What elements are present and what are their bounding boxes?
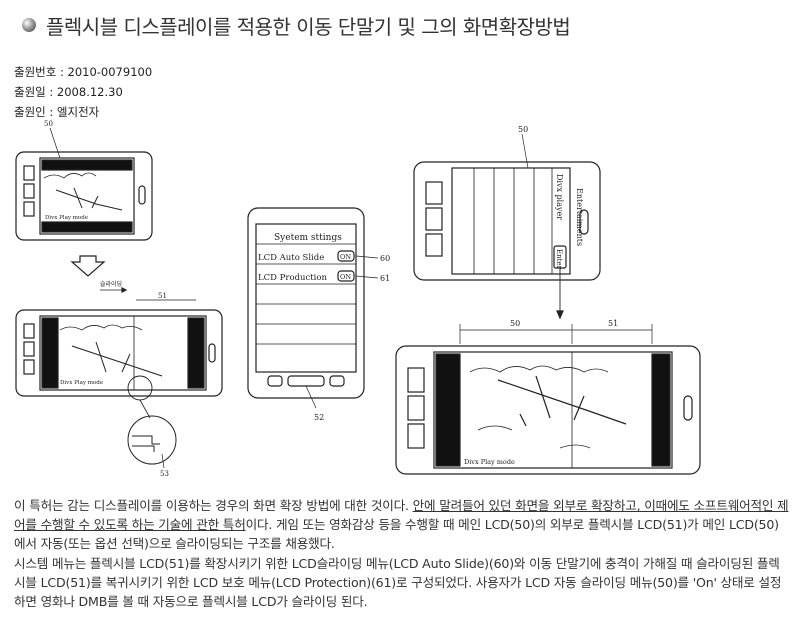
toggle-lcd-protection: ON [340, 273, 351, 281]
applicant: 출원인 : 엘지전자 [14, 105, 100, 119]
toggle-auto-slide: ON [340, 253, 351, 261]
description: 이 특허는 감는 디스플레이를 이용하는 경우의 화면 확장 방법에 대한 것이… [14, 496, 790, 611]
caption-bottom-left: Divx Play mode [60, 380, 103, 386]
ref-51-right: 51 [608, 319, 618, 328]
description-paragraph-1: 이 특허는 감는 디스플레이를 이용하는 경우의 화면 확장 방법에 대한 것이… [14, 496, 790, 554]
phone-landscape-expanded [395, 345, 701, 475]
ref-61: 61 [380, 274, 390, 283]
ref-50-right-top: 50 [518, 125, 528, 134]
application-date: 출원일 : 2008.12.30 [14, 85, 123, 99]
ref-50-left: 50 [44, 120, 53, 128]
patent-meta: 출원번호 : 2010-0079100 출원일 : 2008.12.30 출원인… [14, 62, 152, 122]
menu-item-auto-slide: LCD Auto Slide [258, 253, 324, 263]
description-paragraph-2: 시스템 메뉴는 플렉시블 LCD(51)를 확장시키기 위한 LCD슬라이딩 메… [14, 555, 782, 610]
slide-label: 슬라이딩 [100, 280, 122, 288]
settings-title: Syetem sttings [274, 233, 342, 243]
patent-drawing: 50 Divx Play mode 슬라이딩 51 Divx Play mode… [0, 118, 804, 488]
bullet-icon [22, 18, 36, 32]
page-title: 플렉시블 디스플레이를 적용한 이동 단말기 및 그의 화면확장방법 [46, 14, 571, 39]
label-entertaiments: Entertaiments [575, 188, 584, 246]
phone-settings [247, 207, 365, 399]
desc-text-b: 이다. 게임 또는 영화감상 등을 수행할 때 메인 LCD(50)의 외부로 … [14, 517, 779, 552]
enter-button: Enter [555, 249, 563, 270]
caption-top-left: Divx Play mode [45, 215, 88, 221]
phone-closed [15, 151, 153, 241]
phone-expanded [15, 309, 223, 401]
caption-right: Divx Play mode [464, 458, 515, 466]
label-divx-player: Divx player [555, 174, 564, 220]
ref-60: 60 [380, 254, 390, 263]
desc-text-underlined: 안에 말려들어 있던 화면을 외부로 확장하고, 이때에도 소프트웨어적인 제어… [14, 498, 789, 533]
desc-text-a: 이 특허는 감는 디스플레이를 이용하는 경우의 화면 확장 방법에 대한 것이… [14, 498, 413, 513]
menu-item-lcd-protection: LCD Production [258, 273, 327, 283]
application-number: 출원번호 : 2010-0079100 [14, 65, 153, 79]
ref-50-right: 50 [510, 319, 520, 328]
ref-51-left: 51 [158, 292, 167, 300]
ref-52: 52 [314, 413, 324, 422]
phone-portrait [413, 161, 601, 281]
title-row: 플렉시블 디스플레이를 적용한 이동 단말기 및 그의 화면확장방법 [22, 10, 571, 40]
arrow-down-icon [70, 255, 106, 277]
ref-53: 53 [160, 470, 169, 478]
